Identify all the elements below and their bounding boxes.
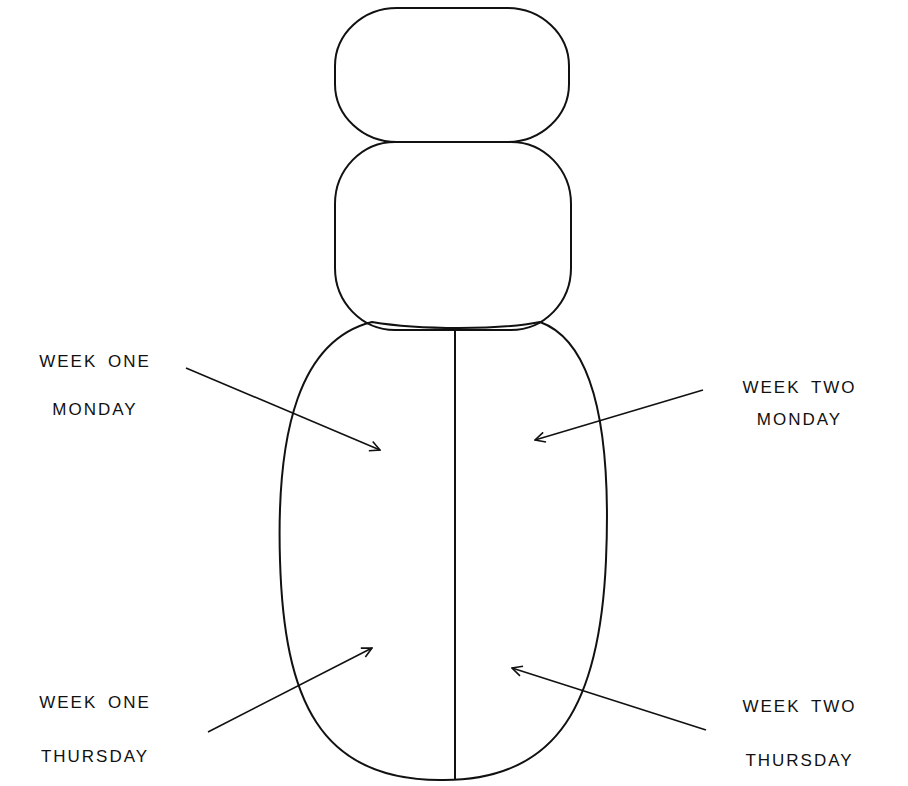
day-label: WEEK ONE MONDAY: [10, 338, 180, 434]
midline: [454, 330, 456, 780]
day-label: WEEK ONE THURSDAY: [10, 676, 180, 784]
head-segment: [335, 8, 569, 142]
leader-arrow: [512, 668, 706, 730]
thorax-segment: [335, 142, 571, 330]
abdomen-segment: [280, 322, 607, 780]
leader-arrow: [186, 368, 380, 450]
leader-arrow: [208, 648, 372, 732]
day-label: WEEK TWO MONDAY: [712, 372, 887, 436]
day-label: WEEK TWO THURSDAY: [712, 680, 887, 786]
leader-arrow: [535, 390, 703, 440]
